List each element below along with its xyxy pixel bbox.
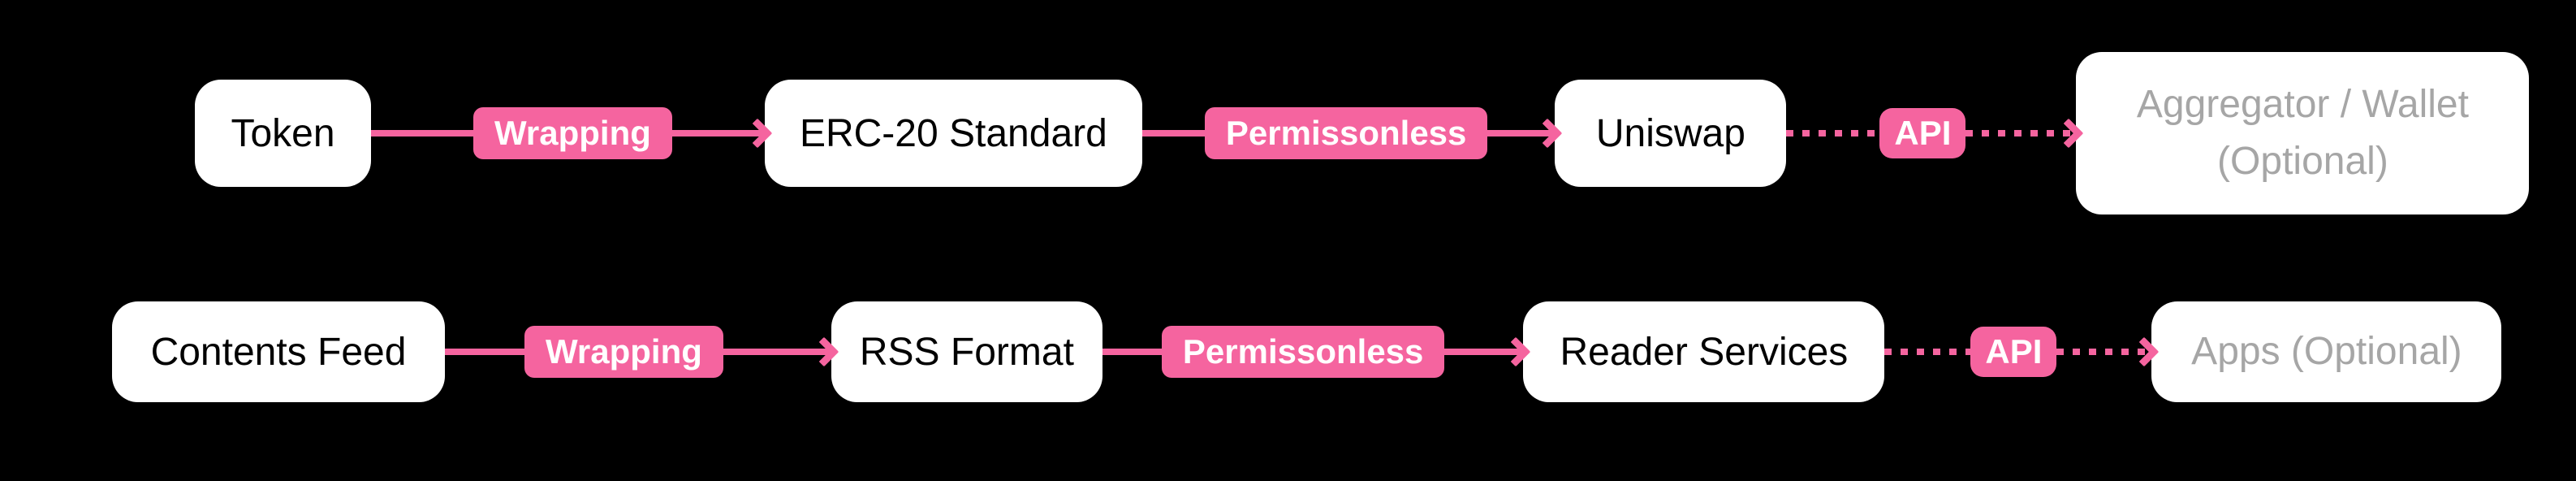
connector-dotted <box>1786 130 1880 136</box>
badge-api: API <box>1970 327 2057 377</box>
node-aggregator-wallet-label: Aggregator / Wallet (Optional) <box>2136 83 2469 183</box>
node-rss-format-label: RSS Format <box>859 330 1074 374</box>
node-token-label: Token <box>231 111 335 155</box>
node-reader-services: Reader Services <box>1523 301 1885 402</box>
connector-solid <box>445 349 524 355</box>
node-aggregator-wallet: Aggregator / Wallet (Optional) <box>2076 52 2530 214</box>
node-uniswap-label: Uniswap <box>1595 111 1745 155</box>
node-apps-label: Apps (Optional) <box>2191 330 2462 374</box>
connector-dotted-arrow <box>2056 336 2160 367</box>
connector-solid-arrow <box>1487 118 1563 149</box>
node-contents-feed: Contents Feed <box>112 301 445 402</box>
node-erc20-label: ERC-20 Standard <box>799 111 1107 155</box>
node-rss-format: RSS Format <box>831 301 1102 402</box>
badge-api-label: API <box>1985 332 2043 370</box>
badge-permissonless: Permissonless <box>1204 107 1488 159</box>
connector-solid <box>1102 349 1162 355</box>
badge-wrapping: Wrapping <box>473 107 672 159</box>
node-erc20-standard: ERC-20 Standard <box>764 80 1142 187</box>
badge-permissonless-label: Permissonless <box>1182 332 1424 370</box>
node-contents-feed-label: Contents Feed <box>150 330 407 374</box>
badge-wrapping-label: Wrapping <box>494 114 651 152</box>
node-apps: Apps (Optional) <box>2151 301 2502 402</box>
badge-api-label: API <box>1894 114 1952 152</box>
badge-wrapping: Wrapping <box>524 326 723 378</box>
connector-solid-arrow <box>671 118 773 149</box>
connector-solid-arrow <box>1444 336 1531 367</box>
node-token: Token <box>195 80 371 187</box>
node-reader-services-label: Reader Services <box>1560 330 1849 374</box>
flow-row-token: Token Wrapping ERC-20 Standard Permisson… <box>195 52 2530 214</box>
badge-permissonless: Permissonless <box>1161 326 1445 378</box>
connector-dotted <box>1884 349 1971 355</box>
badge-permissonless-label: Permissonless <box>1225 114 1467 152</box>
flow-row-feed: Contents Feed Wrapping RSS Format Permis… <box>0 266 2576 437</box>
connector-solid <box>1141 130 1205 136</box>
node-uniswap: Uniswap <box>1555 80 1787 187</box>
connector-solid <box>371 130 473 136</box>
badge-api: API <box>1879 108 1966 158</box>
badge-wrapping-label: Wrapping <box>546 332 702 370</box>
connector-dotted-arrow <box>1965 118 2084 149</box>
connector-solid-arrow <box>723 336 839 367</box>
